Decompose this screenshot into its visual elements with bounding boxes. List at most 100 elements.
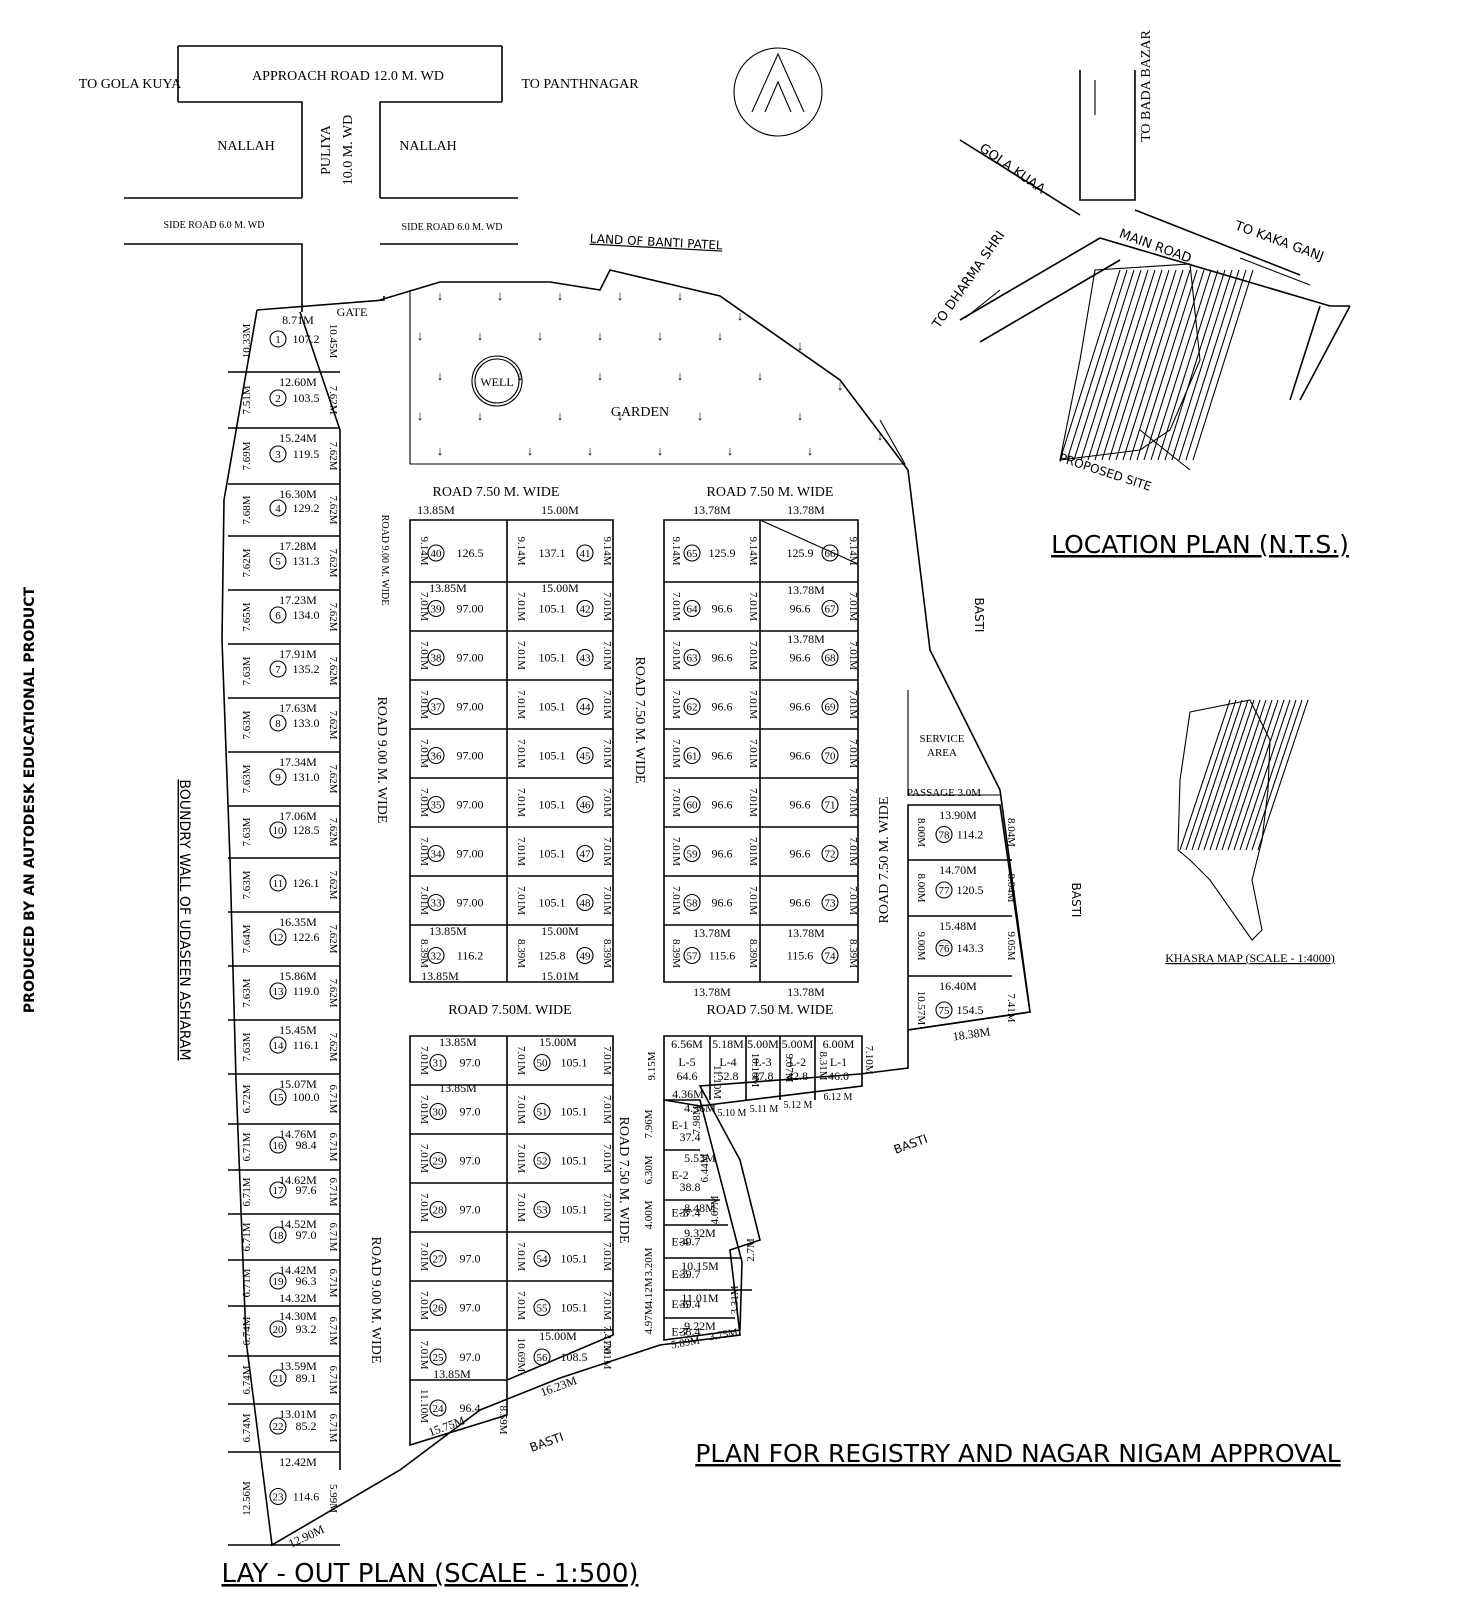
plot-number: 63	[687, 653, 699, 665]
road-gola-kuaa	[959, 139, 1081, 216]
plot-area: 39.4	[680, 1297, 701, 1311]
plot-dimension: 4.67M	[709, 1195, 721, 1224]
plot-number-circle	[533, 1249, 551, 1268]
plot-number: 35	[431, 800, 443, 812]
gola-kuaa-label: GOLA KUAA	[976, 141, 1048, 197]
plot-dimension: 7.01M	[515, 1242, 527, 1271]
plot-number: 53	[537, 1205, 549, 1217]
l-plots-outline	[663, 1035, 863, 1107]
plot-dimension: 7.62M	[327, 495, 339, 524]
plot-area: 105.1	[539, 798, 566, 812]
plot-area: 97.00	[457, 602, 484, 616]
plot-dimension: 15.01M	[541, 969, 579, 983]
to-bada-bazar-label: TO BADA BAZAR	[1139, 29, 1154, 141]
plot-number-circle	[576, 946, 594, 965]
plot-dimension: 7.64M	[241, 924, 253, 953]
hatch-line	[1209, 699, 1261, 851]
plot-dimension: 7.01M	[418, 690, 430, 719]
site-boundary	[221, 269, 1031, 1547]
plot-dimension: 9.14M	[670, 536, 682, 565]
block-a-outline	[409, 519, 614, 983]
tree-icon: ↓	[877, 428, 884, 443]
plot-area: 108.5	[561, 1350, 588, 1364]
khasra-outline	[1177, 699, 1271, 941]
plot-dimension: 6.71M	[241, 1132, 253, 1161]
plot-dimension: 6.71M	[241, 1177, 253, 1206]
plot-dimension: 13.78M	[787, 985, 825, 999]
plot-number: 24	[433, 1403, 445, 1415]
plot-number-circle	[576, 697, 594, 716]
plot-area: 105.1	[539, 749, 566, 763]
plot-dimension: 5.10 M	[718, 1108, 747, 1119]
plot-number-circle	[427, 648, 445, 667]
plot-number-circle	[269, 330, 287, 348]
plot-dimension: 7.01M	[515, 739, 527, 768]
plot-dimension: 8.39M	[601, 939, 613, 968]
plot-dimension: 7.01M	[418, 1340, 430, 1369]
plot-number: 40	[431, 548, 443, 560]
tree-icon: ↓	[477, 408, 484, 423]
plot-number: 66	[825, 548, 837, 560]
plot-number-circle	[269, 552, 287, 570]
block-b-outline	[663, 519, 859, 983]
hatch-line	[1108, 269, 1170, 461]
hatch-line	[1221, 699, 1273, 851]
plot-number: 39	[431, 604, 443, 616]
north-arrow-icon	[733, 47, 823, 137]
plot-number-circle	[821, 746, 839, 765]
plot-dimension: 5.00M	[747, 1037, 779, 1051]
hatch-line	[1171, 269, 1233, 461]
plot-area: 97.0	[460, 1154, 481, 1168]
plot-number-circle	[269, 928, 287, 946]
main-road	[1099, 237, 1350, 307]
plot-dimension: 17.23M	[279, 593, 317, 607]
plot-dimension: 7.01M	[670, 788, 682, 817]
plot-number: 71	[825, 800, 836, 812]
plot-number: 68	[825, 653, 837, 665]
plot-number: 41	[580, 548, 591, 560]
plot-area: 96.6	[790, 896, 811, 910]
plot-dimension: 11.01M	[681, 1291, 719, 1305]
plot-number: 50	[537, 1058, 549, 1070]
plot-dimension: 7.41M	[601, 1325, 613, 1354]
garden-outline	[409, 290, 906, 465]
plot-area: 97.0	[460, 1350, 481, 1364]
plot-number-circle	[269, 1226, 287, 1244]
plot-dimension: 7.01M	[418, 788, 430, 817]
plot-number: 14	[273, 1040, 285, 1052]
plot-area: 52.8	[718, 1069, 739, 1083]
plot-area: 38.8	[680, 1180, 701, 1194]
plot-area: 125.8	[539, 949, 566, 963]
tree-icon: ↓	[557, 288, 564, 303]
plot-dimension: 7.62M	[327, 602, 339, 631]
plot-area: 115.6	[787, 949, 814, 963]
plot-number-circle	[429, 1151, 447, 1170]
plot-area: 105.1	[561, 1105, 588, 1119]
plot-dimension: 7.01M	[601, 1193, 613, 1222]
plot-area: 96.6	[790, 651, 811, 665]
plot-number-circle	[683, 746, 701, 765]
plot-dimension: 7.98M	[691, 1105, 703, 1134]
passage-label: PASSAGE 3.0M	[907, 787, 981, 799]
plot-dimension: 7.01M	[601, 641, 613, 670]
plot-number-circle	[269, 714, 287, 732]
plot-area: 97.0	[460, 1301, 481, 1315]
plot-number-circle	[821, 599, 839, 618]
plot-dimension: 7.01M	[601, 1242, 613, 1271]
plot-area: 96.6	[712, 700, 733, 714]
plot-dimension: 6.71M	[327, 1177, 339, 1206]
plot-number: 1	[275, 334, 281, 346]
plot-area: 114.6	[293, 1490, 320, 1504]
tree-icon: ↓	[527, 443, 534, 458]
plot-dimension: 10.69M	[515, 1338, 527, 1373]
plot-area: 129.2	[293, 501, 320, 515]
plot-dimension: 13.78M	[693, 985, 731, 999]
hatch-line	[1191, 699, 1243, 851]
hatch-line	[1251, 699, 1303, 851]
plot-area: 97.0	[296, 1228, 317, 1242]
plot-dimension: 12.42M	[279, 1455, 317, 1469]
plot-number: 59	[687, 849, 699, 861]
plot-dimension: 7.63M	[241, 870, 253, 899]
hatch-line	[1115, 269, 1177, 461]
